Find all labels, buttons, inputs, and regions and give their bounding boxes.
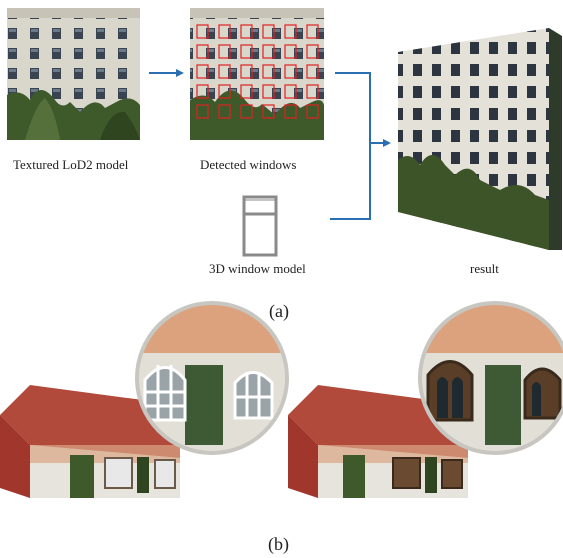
detection-box <box>306 44 319 59</box>
detection-boxes <box>196 24 319 119</box>
detection-box <box>284 104 297 119</box>
detection-box <box>218 84 231 99</box>
detection-box <box>218 64 231 79</box>
label-textured-model: Textured LoD2 model <box>13 157 129 172</box>
detected-windows-image <box>190 8 324 140</box>
detection-box <box>218 104 231 119</box>
detection-box <box>218 44 231 59</box>
detection-box <box>262 104 275 119</box>
zoom-circle-left <box>135 301 289 455</box>
detection-box <box>306 84 319 99</box>
detection-box <box>262 44 275 59</box>
detection-box <box>196 24 209 39</box>
detection-box <box>284 84 297 99</box>
detection-box <box>306 64 319 79</box>
detection-box <box>240 64 253 79</box>
flow-arrows <box>149 69 391 220</box>
detection-box <box>196 44 209 59</box>
result-building <box>398 28 562 250</box>
detection-box <box>218 24 231 39</box>
caption-b: (b) <box>268 534 289 554</box>
detection-box <box>262 24 275 39</box>
house-left <box>0 385 180 498</box>
detection-box <box>306 104 319 119</box>
label-result: result <box>470 261 499 276</box>
detection-box <box>196 104 209 119</box>
label-window-model: 3D window model <box>209 261 306 276</box>
detection-box <box>284 24 297 39</box>
label-detected-windows: Detected windows <box>200 157 297 172</box>
detection-box <box>196 64 209 79</box>
detection-box <box>306 24 319 39</box>
detection-box <box>240 84 253 99</box>
detection-box <box>262 84 275 99</box>
zoom-circle-right <box>418 301 563 455</box>
caption-a: (a) <box>269 301 289 321</box>
textured-model-image <box>7 8 140 140</box>
detection-box <box>196 84 209 99</box>
detection-box <box>240 104 253 119</box>
detection-box <box>240 24 253 39</box>
window-model-icon <box>242 195 278 257</box>
detection-box <box>240 44 253 59</box>
detection-box <box>262 64 275 79</box>
detection-box <box>284 44 297 59</box>
detection-box <box>284 64 297 79</box>
